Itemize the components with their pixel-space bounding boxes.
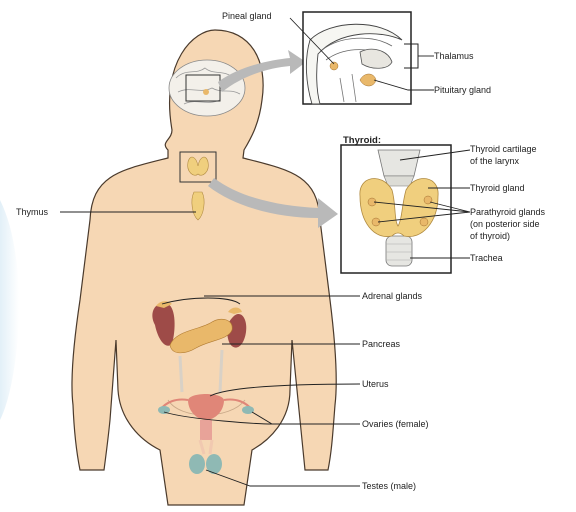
label-thyroid-cartilage: Thyroid cartilage [470, 144, 537, 154]
thyroid-inset [341, 145, 451, 273]
label-thymus: Thymus [16, 207, 49, 217]
label-ovaries: Ovaries (female) [362, 419, 429, 429]
label-pituitary-gland: Pituitary gland [434, 85, 491, 95]
label-thyroid-cartilage-2: of the larynx [470, 156, 520, 166]
label-parathyroid-glands: Parathyroid glands [470, 207, 546, 217]
label-parathyroid-glands-2: (on posterior side [470, 219, 540, 229]
brain [169, 60, 245, 116]
label-pineal-gland: Pineal gland [222, 11, 272, 21]
background-swoosh [0, 200, 19, 420]
label-thalamus: Thalamus [434, 51, 474, 61]
label-thyroid-gland: Thyroid gland [470, 183, 525, 193]
label-testes: Testes (male) [362, 481, 416, 491]
label-trachea: Trachea [470, 253, 503, 263]
label-adrenal-glands: Adrenal glands [362, 291, 423, 301]
label-uterus: Uterus [362, 379, 389, 389]
label-parathyroid-glands-3: of thyroid) [470, 231, 510, 241]
thyroid-inset-heading: Thyroid: [343, 135, 381, 146]
brain-inset [303, 12, 418, 104]
label-pancreas: Pancreas [362, 339, 401, 349]
